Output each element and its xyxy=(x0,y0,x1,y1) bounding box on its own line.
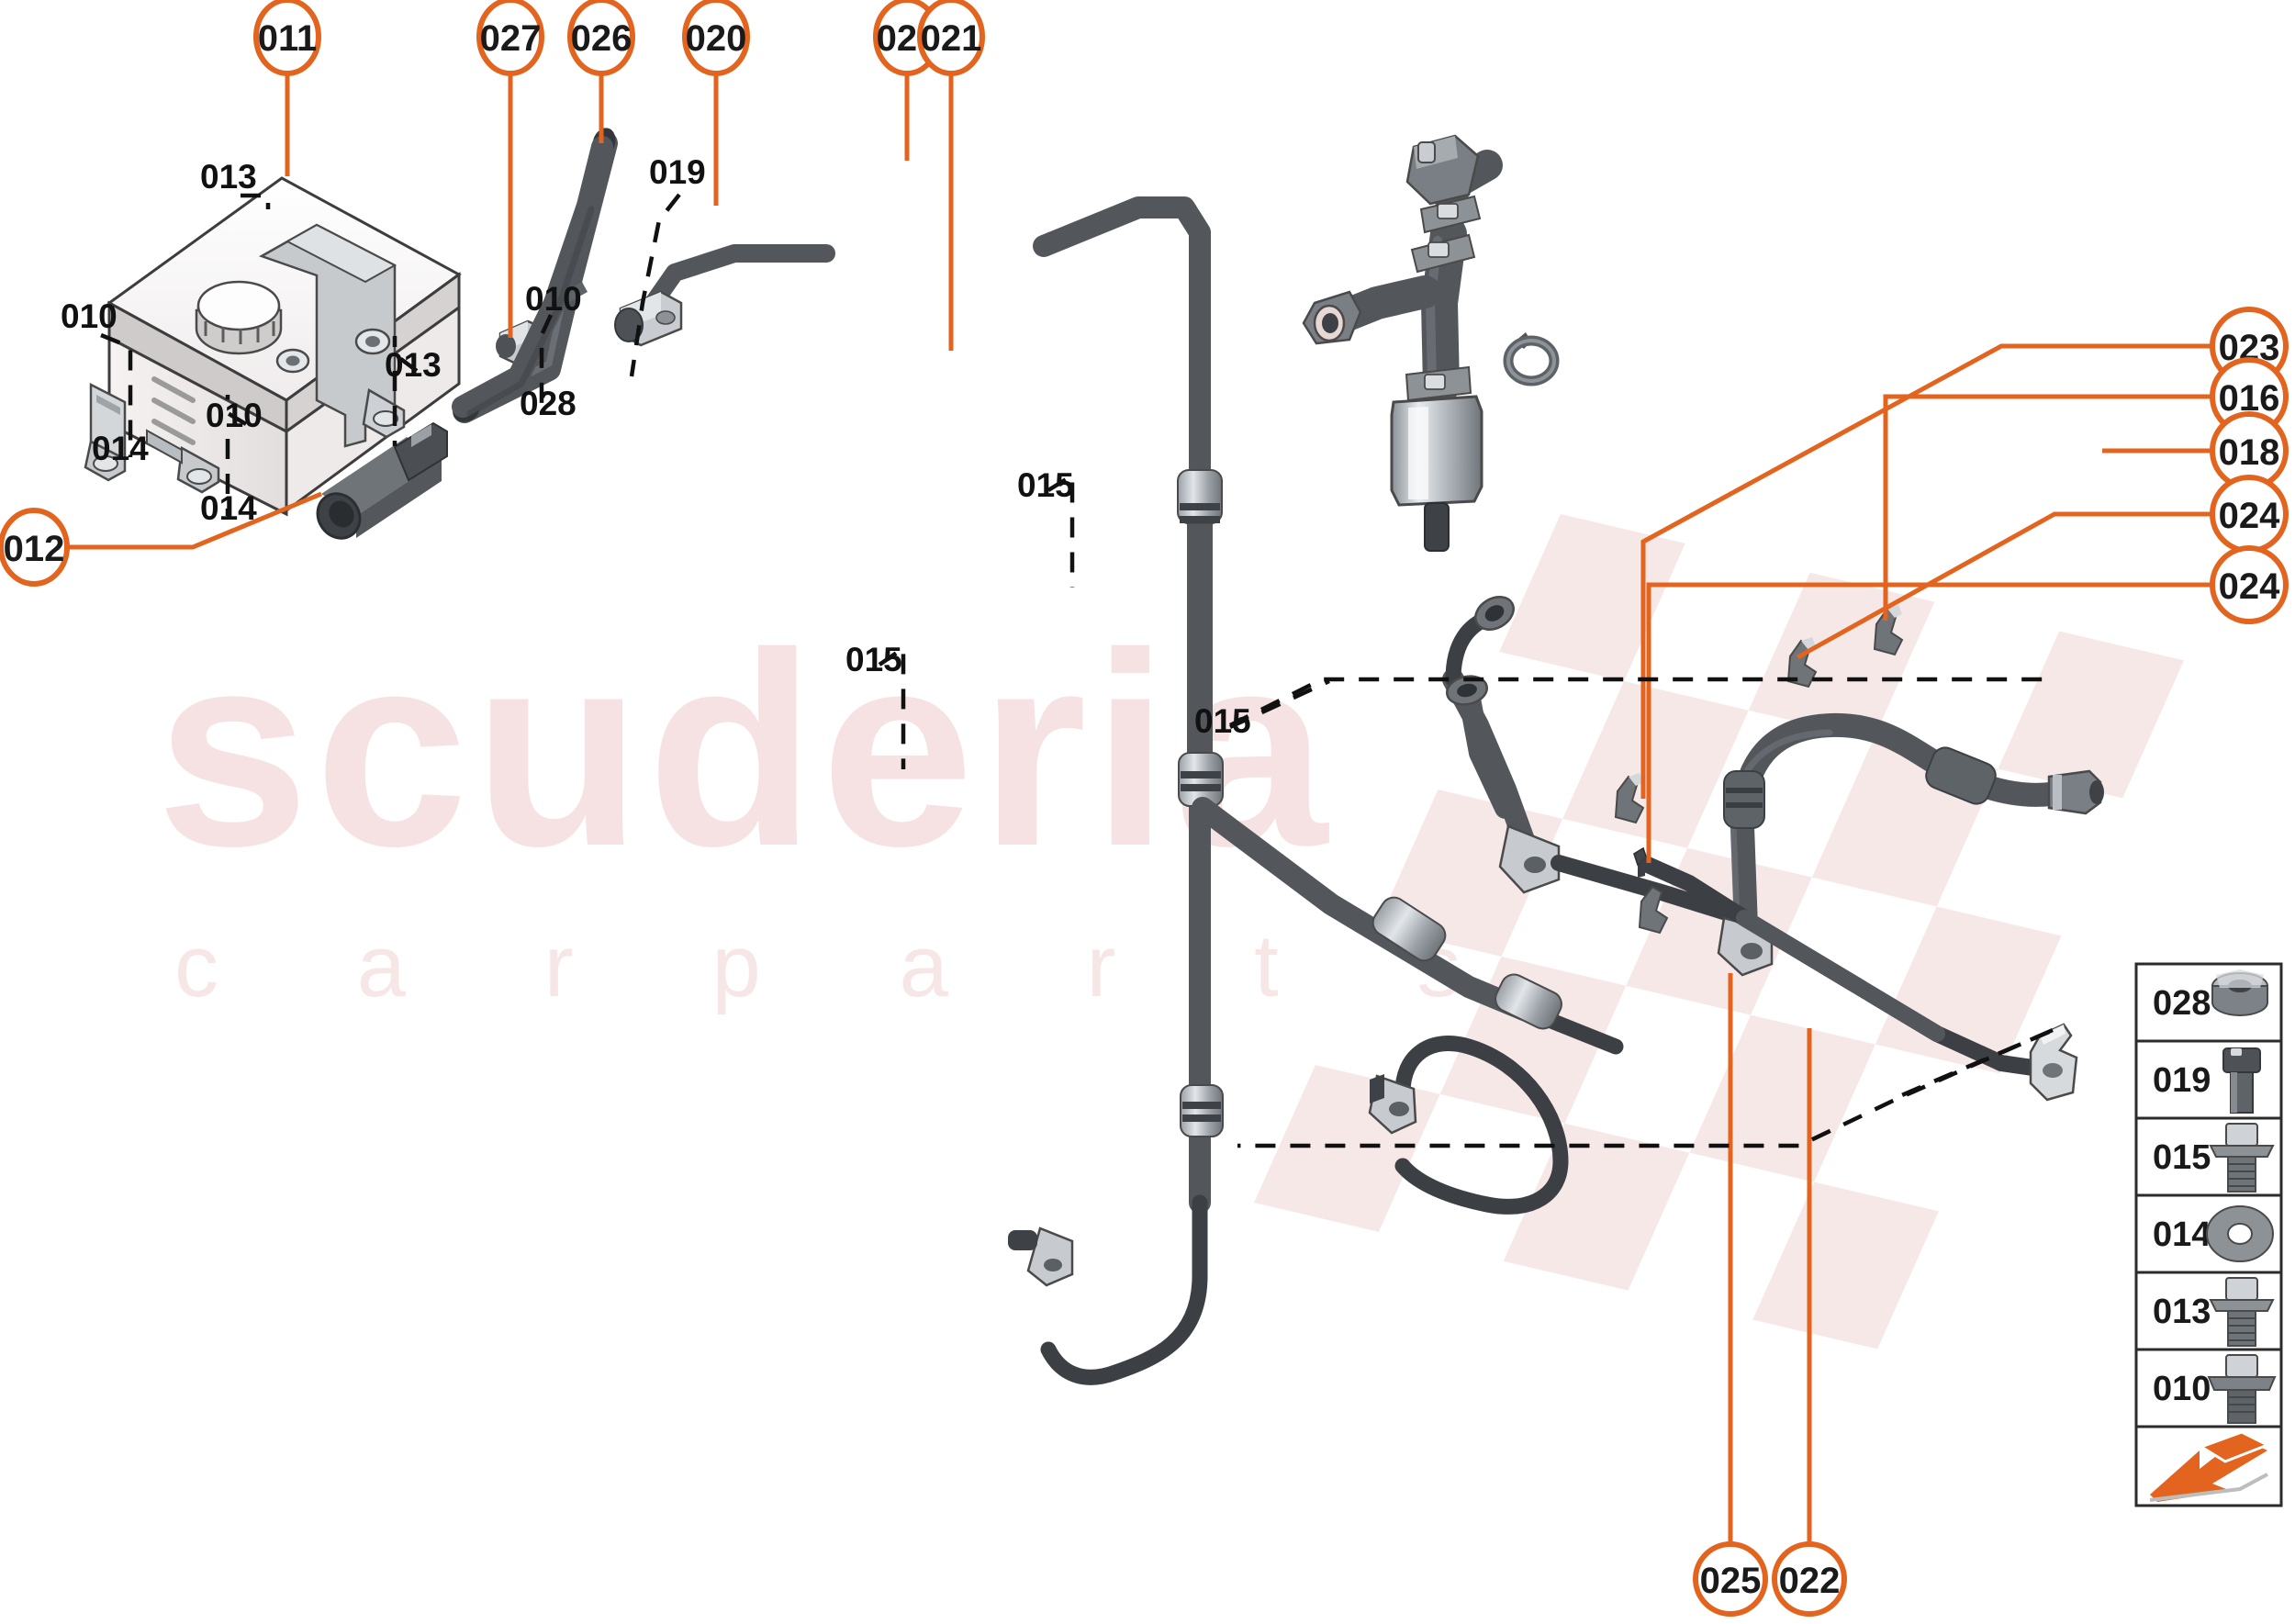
ref-015-a: 015 xyxy=(1017,466,1074,504)
filter-hose-clamps xyxy=(1405,195,1482,402)
legend-row-010[interactable]: 010 xyxy=(2134,1348,2283,1428)
callout-022-label: 022 xyxy=(1779,1561,1841,1601)
callout-020[interactable]: 020 xyxy=(682,0,750,76)
legend-code-028: 028 xyxy=(2153,984,2211,1023)
callout-018[interactable]: 018 xyxy=(2210,411,2289,490)
callout-016[interactable]: 016 xyxy=(2210,357,2289,436)
part-026-hose xyxy=(452,136,613,418)
clip-a xyxy=(1614,773,1645,824)
u-hose-fitting xyxy=(1368,1074,1417,1135)
callout-027[interactable]: 027 xyxy=(476,0,544,76)
callout-012[interactable]: 012 xyxy=(0,508,70,587)
hose-end-fitting-018 xyxy=(2047,769,2104,815)
orange-leader-lines xyxy=(67,73,2214,1544)
callout-026-label: 026 xyxy=(571,18,633,59)
ref-014-mid: 014 xyxy=(200,489,257,527)
line-end-fitting xyxy=(1008,1226,1074,1287)
callout-012-label: 012 xyxy=(4,529,65,569)
banjo-fitting xyxy=(614,290,683,347)
flange-bolt-icon xyxy=(2209,1123,2275,1193)
watermark-tagline: c a r p a r t s xyxy=(174,917,1517,1015)
part-011-fuel-tank xyxy=(84,176,462,517)
black-dashed-reference-lines xyxy=(100,193,2054,1148)
ref-010-hose: 010 xyxy=(525,280,582,318)
orange-arrow-icon xyxy=(2149,1430,2271,1502)
callout-011-label: 011 xyxy=(258,18,318,59)
flange-bolt-icon xyxy=(2207,1354,2277,1424)
part-029-fuel-filter-assembly xyxy=(1302,134,1503,552)
washer-icon xyxy=(2206,1205,2274,1262)
part-021-clamp-ring xyxy=(1503,332,1560,386)
part-019-banjo-hose xyxy=(614,244,835,347)
ref-013-top: 013 xyxy=(200,158,257,196)
callout-021-label: 021 xyxy=(921,18,982,59)
fuel-filter-canister xyxy=(1390,395,1483,552)
ref-014-left: 014 xyxy=(92,430,149,467)
ref-028: 028 xyxy=(520,385,577,422)
legend-row-015[interactable]: 015 xyxy=(2134,1116,2283,1197)
callout-025-label: 025 xyxy=(1700,1561,1762,1601)
part-branch-stub-hose xyxy=(1446,675,1517,819)
watermark-brand: scuderia xyxy=(156,595,1333,903)
callout-024-lower-label: 024 xyxy=(2219,566,2280,607)
part-022-lower-line xyxy=(1640,857,2078,1102)
part-024-retaining-clips xyxy=(1614,605,1904,935)
legend-row-019[interactable]: 019 xyxy=(2134,1039,2283,1120)
callout-022[interactable]: 022 xyxy=(1772,1541,1847,1617)
legend-row-arrow[interactable] xyxy=(2134,1425,2283,1507)
callout-021[interactable]: 021 xyxy=(917,0,985,76)
flange-nut-icon xyxy=(2211,969,2268,1016)
tank-vent-slots xyxy=(151,376,196,445)
tank-left-foot-bracket xyxy=(84,382,127,482)
callout-027-label: 027 xyxy=(480,18,542,59)
part-020-main-fuel-line xyxy=(1008,196,1624,1385)
legend-code-015: 015 xyxy=(2153,1138,2211,1177)
flange-bolt-icon xyxy=(2209,1277,2275,1347)
tank-mid-foot-bracket xyxy=(146,429,220,494)
legend-row-014[interactable]: 014 xyxy=(2134,1193,2283,1274)
legend-code-019: 019 xyxy=(2153,1061,2211,1100)
end-hook-bracket xyxy=(2029,1023,2078,1102)
part-012-inline-fitting xyxy=(316,421,448,540)
legend-row-013[interactable]: 013 xyxy=(2134,1271,2283,1351)
ref-019: 019 xyxy=(649,153,706,191)
legend-code-014: 014 xyxy=(2153,1215,2211,1254)
callout-024-lower[interactable]: 024 xyxy=(2210,545,2289,624)
ref-010-mid: 010 xyxy=(206,397,263,434)
socket-bolt-icon xyxy=(2222,1047,2261,1114)
line-collars xyxy=(1177,469,1224,1137)
callout-011[interactable]: 011 xyxy=(253,0,321,76)
callout-018-label: 018 xyxy=(2219,432,2280,473)
ref-010-left: 010 xyxy=(61,297,118,335)
callout-024-upper-label: 024 xyxy=(2219,496,2280,536)
ref-013-right: 013 xyxy=(385,346,442,384)
tank-mounting-bracket xyxy=(258,223,406,448)
legend-code-013: 013 xyxy=(2153,1293,2211,1331)
legend-code-010: 010 xyxy=(2153,1370,2211,1408)
callout-025[interactable]: 025 xyxy=(1693,1541,1768,1617)
callout-020-label: 020 xyxy=(686,18,747,59)
callout-026[interactable]: 026 xyxy=(567,0,635,76)
tank-filler-cap xyxy=(195,280,283,355)
ref-015-b: 015 xyxy=(845,641,902,678)
ref-015-c: 015 xyxy=(1194,702,1251,740)
clip-d xyxy=(1638,885,1669,935)
legend-row-028[interactable]: 028 xyxy=(2134,962,2283,1043)
part-025-u-hose xyxy=(1368,1036,1569,1215)
hose-end-fitting-023 xyxy=(1498,824,1561,894)
clip-c xyxy=(1873,605,1904,656)
